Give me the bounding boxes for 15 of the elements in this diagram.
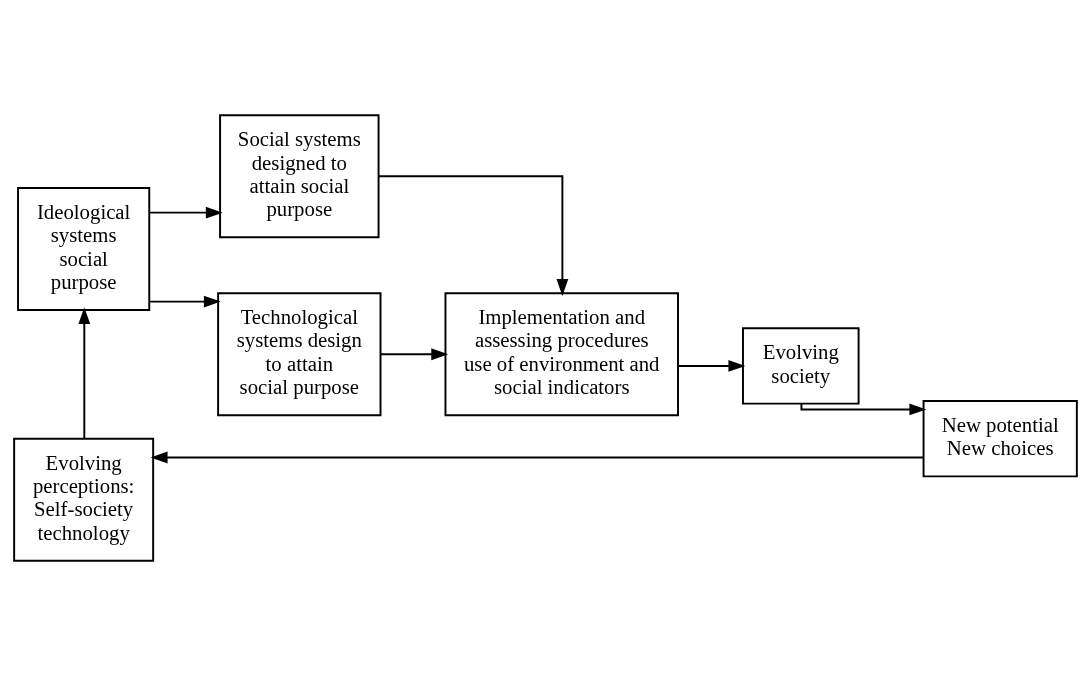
arrow [78,306,91,439]
arrow [377,174,569,296]
arrow [148,295,221,308]
node-box: Evolving society [742,326,860,405]
arrow [379,347,449,360]
node-box: Technological systems design to attain social purpose [217,291,382,416]
arrow [148,206,223,219]
node-box: Evolving perceptions: Self-society technology [13,437,155,562]
node-box: Social systems designed to attain social purpose [219,113,380,238]
arrow [150,451,925,463]
arrow [677,359,746,372]
node-box: New potential New choices [922,399,1078,477]
node-box: Ideological systems social purpose [17,186,151,311]
node-box: Implementation and assessing procedures use of environment and social indicators [444,291,679,416]
arrow [800,402,927,415]
